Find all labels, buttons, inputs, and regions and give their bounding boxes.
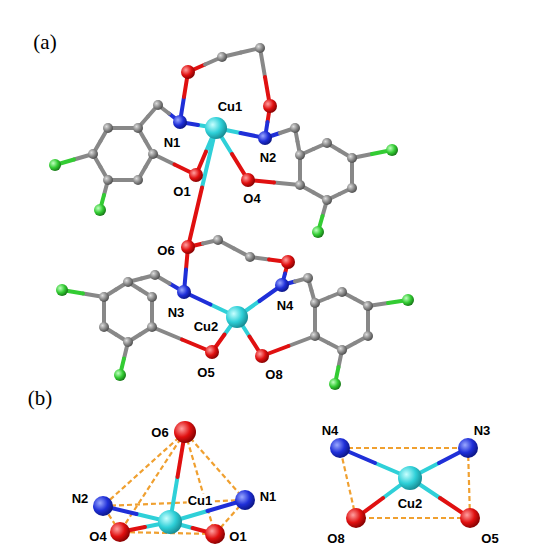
atom-sphere bbox=[337, 345, 347, 355]
atom-sphere bbox=[103, 123, 113, 133]
atom-sphere bbox=[337, 287, 347, 297]
coordination-polyhedron-edge bbox=[356, 517, 470, 519]
atom-sphere bbox=[205, 524, 225, 544]
atom-sphere bbox=[347, 153, 357, 163]
atom-sphere bbox=[133, 123, 143, 133]
atom-sphere bbox=[347, 183, 357, 193]
atom-label: O8 bbox=[264, 368, 283, 381]
atom-sphere bbox=[258, 131, 272, 145]
atom-sphere bbox=[123, 277, 133, 287]
coordination-polyhedron-edge bbox=[468, 448, 470, 518]
atom-sphere bbox=[398, 466, 422, 490]
atom-sphere bbox=[363, 331, 373, 341]
atom-label: O6 bbox=[150, 426, 169, 439]
atom-sphere bbox=[181, 240, 195, 254]
atom-sphere bbox=[458, 438, 478, 458]
atom-sphere bbox=[153, 100, 163, 110]
atom-sphere bbox=[110, 522, 130, 542]
atom-sphere bbox=[281, 255, 295, 269]
atom-sphere bbox=[402, 294, 414, 306]
atom-sphere bbox=[133, 175, 143, 185]
atom-label: O4 bbox=[88, 530, 107, 543]
atom-label: N3 bbox=[473, 424, 492, 437]
atom-label: O8 bbox=[326, 532, 345, 545]
atom-sphere bbox=[56, 284, 68, 296]
atom-sphere bbox=[241, 173, 255, 187]
atom-label: O4 bbox=[242, 192, 261, 205]
panel-label: (b) bbox=[27, 388, 54, 409]
atom-sphere bbox=[275, 278, 289, 292]
atom-label: Cu1 bbox=[187, 494, 214, 507]
atom-sphere bbox=[147, 292, 157, 302]
atom-label: N4 bbox=[321, 424, 340, 437]
atom-sphere bbox=[235, 490, 255, 510]
atom-sphere bbox=[290, 123, 300, 133]
atom-sphere bbox=[148, 149, 158, 159]
atom-sphere bbox=[322, 195, 332, 205]
atom-sphere bbox=[49, 159, 61, 171]
atom-sphere bbox=[173, 115, 187, 129]
atom-label: Cu2 bbox=[193, 320, 220, 333]
atom-label: O5 bbox=[196, 366, 215, 379]
atom-sphere bbox=[217, 52, 227, 62]
atom-sphere bbox=[312, 226, 324, 238]
atom-sphere bbox=[295, 180, 305, 190]
atom-sphere bbox=[363, 301, 373, 311]
atom-sphere bbox=[460, 508, 480, 528]
atom-sphere bbox=[99, 322, 109, 332]
atom-sphere bbox=[189, 168, 203, 182]
atom-sphere bbox=[147, 322, 157, 332]
atom-label: O1 bbox=[172, 185, 191, 198]
atom-label: Cu2 bbox=[397, 497, 424, 510]
atom-sphere bbox=[303, 273, 313, 283]
panel-label: (a) bbox=[32, 32, 57, 53]
atom-label: N2 bbox=[71, 492, 90, 505]
atom-sphere bbox=[114, 369, 126, 381]
atom-sphere bbox=[310, 331, 320, 341]
atom-sphere bbox=[205, 345, 219, 359]
atom-sphere bbox=[181, 65, 195, 79]
atom-label: N4 bbox=[276, 299, 295, 312]
atom-sphere bbox=[310, 298, 320, 308]
atom-sphere bbox=[322, 138, 332, 148]
atom-sphere bbox=[205, 117, 227, 139]
atom-sphere bbox=[255, 43, 265, 53]
coordination-polyhedron-edge bbox=[185, 432, 215, 534]
atom-sphere bbox=[93, 496, 113, 516]
atom-sphere bbox=[177, 285, 191, 299]
coordination-polyhedron-edge bbox=[340, 447, 468, 449]
atom-sphere bbox=[330, 438, 350, 458]
atom-sphere bbox=[346, 508, 366, 528]
atom-sphere bbox=[88, 149, 98, 159]
atom-label: N3 bbox=[167, 306, 186, 319]
coordination-polyhedron-edge bbox=[340, 448, 356, 518]
atom-sphere bbox=[245, 252, 255, 262]
atom-sphere bbox=[94, 204, 106, 216]
atom-sphere bbox=[150, 270, 160, 280]
atom-label: N2 bbox=[259, 151, 278, 164]
atom-label: N1 bbox=[259, 490, 278, 503]
atom-sphere bbox=[226, 306, 248, 328]
atom-label: N1 bbox=[163, 136, 182, 149]
atom-sphere bbox=[263, 99, 277, 113]
atom-sphere bbox=[123, 337, 133, 347]
atom-sphere bbox=[295, 150, 305, 160]
atom-label: O6 bbox=[156, 244, 175, 257]
atom-sphere bbox=[103, 175, 113, 185]
atom-sphere bbox=[213, 235, 223, 245]
atom-label: Cu1 bbox=[217, 100, 244, 113]
atom-sphere bbox=[158, 510, 182, 534]
atom-sphere bbox=[174, 421, 196, 443]
atom-label: O1 bbox=[228, 530, 247, 543]
atom-sphere bbox=[386, 144, 398, 156]
atom-sphere bbox=[255, 349, 269, 363]
atom-sphere bbox=[99, 292, 109, 302]
atom-sphere bbox=[329, 378, 341, 390]
atom-label: O5 bbox=[480, 532, 499, 545]
